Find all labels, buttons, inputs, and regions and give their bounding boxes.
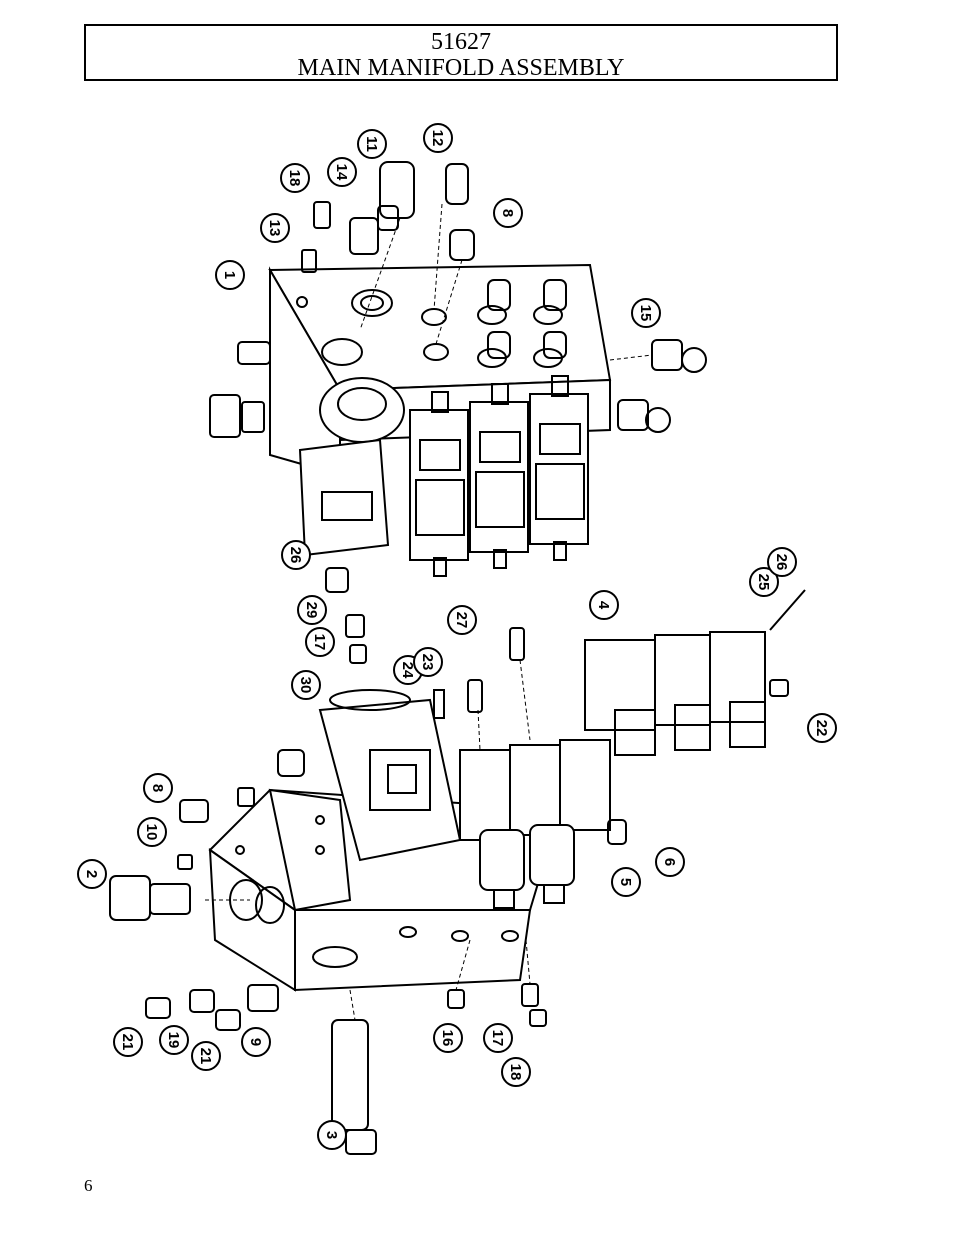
svg-text:10: 10 <box>143 824 160 841</box>
svg-text:25: 25 <box>755 574 772 591</box>
svg-text:23: 23 <box>419 654 436 671</box>
title-box: 51627 MAIN MANIFOLD ASSEMBLY <box>84 24 838 81</box>
svg-text:19: 19 <box>165 1032 182 1049</box>
lower-manifold <box>109 567 806 1155</box>
callouts-upper: 1 13 18 14 11 12 8 15 26 <box>215 123 661 570</box>
svg-text:21: 21 <box>119 1034 136 1051</box>
svg-text:8: 8 <box>499 209 516 217</box>
svg-text:29: 29 <box>303 602 320 619</box>
svg-text:14: 14 <box>333 164 350 181</box>
svg-text:21: 21 <box>197 1048 214 1065</box>
svg-text:5: 5 <box>617 878 634 886</box>
svg-text:8: 8 <box>149 784 166 792</box>
svg-text:1: 1 <box>221 271 238 279</box>
svg-text:17: 17 <box>311 634 328 651</box>
svg-text:15: 15 <box>637 305 654 322</box>
svg-text:18: 18 <box>507 1064 524 1081</box>
svg-text:18: 18 <box>286 170 303 187</box>
upper-manifold <box>209 161 707 577</box>
svg-text:9: 9 <box>247 1038 264 1046</box>
svg-text:13: 13 <box>266 220 283 237</box>
svg-text:11: 11 <box>363 136 380 152</box>
exploded-assembly-drawing: 1 13 18 14 11 12 8 15 26 29 17 30 24 23 … <box>77 123 837 1155</box>
page-title: MAIN MANIFOLD ASSEMBLY <box>297 55 625 81</box>
svg-text:24: 24 <box>399 662 416 679</box>
svg-text:6: 6 <box>661 858 678 866</box>
svg-text:26: 26 <box>287 547 304 564</box>
part-number: 51627 <box>431 29 491 55</box>
svg-text:2: 2 <box>83 870 100 878</box>
svg-text:27: 27 <box>453 612 470 629</box>
svg-text:17: 17 <box>489 1030 506 1047</box>
svg-text:30: 30 <box>297 677 314 694</box>
svg-text:4: 4 <box>595 601 612 610</box>
svg-text:16: 16 <box>439 1030 456 1047</box>
callouts-lower: 29 17 30 24 23 27 4 25 26 22 8 10 2 21 1… <box>77 547 837 1150</box>
svg-text:3: 3 <box>323 1131 340 1139</box>
svg-text:22: 22 <box>813 720 830 737</box>
page-number: 6 <box>84 1176 93 1195</box>
svg-text:12: 12 <box>429 130 446 147</box>
svg-text:26: 26 <box>773 554 790 571</box>
